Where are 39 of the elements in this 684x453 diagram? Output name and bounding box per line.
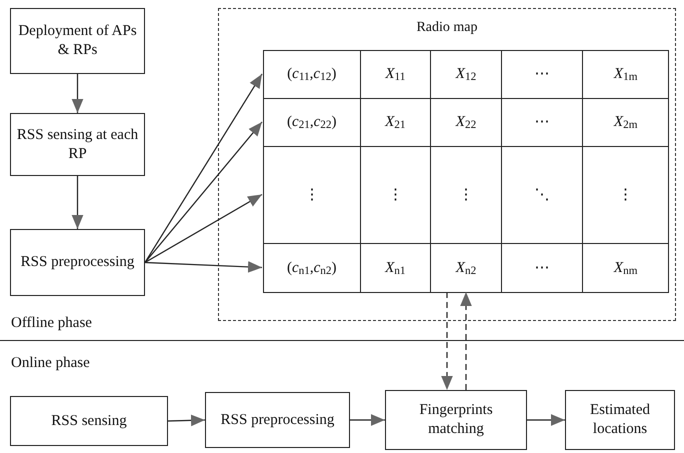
box-text: Fingerprints matching — [418, 401, 494, 439]
arrow — [350, 414, 385, 426]
arrow — [72, 74, 84, 113]
box-text: RSS sensing — [51, 412, 127, 430]
arrow — [72, 176, 84, 229]
box-text: Deployment of APs & RPs — [17, 22, 138, 60]
table-row — [263, 98, 669, 147]
table-row — [263, 50, 669, 99]
table-cell: X$_{n1}$ — [360, 244, 432, 292]
arrow — [144, 194, 262, 264]
process-box — [10, 8, 145, 74]
table-cell: X$_{n2}$ — [431, 244, 502, 292]
arrow — [441, 292, 453, 390]
box-text: RSS sensing at each RP — [16, 126, 140, 164]
arrow — [144, 122, 262, 263]
arrow — [144, 261, 262, 273]
arrow — [527, 414, 565, 426]
table-cell-text: ⋮ — [617, 186, 634, 205]
process-box — [10, 396, 168, 446]
table-cell: ⋯ — [502, 244, 584, 292]
table-row — [263, 243, 669, 293]
box-text: RSS preprocessing — [220, 410, 334, 430]
box-text: Estimated locations — [589, 401, 651, 439]
box-text: RSS preprocessing — [20, 253, 134, 272]
process-box — [385, 390, 527, 450]
arrow — [144, 74, 263, 263]
region-title: Radio map — [415, 19, 479, 37]
table-cell-text: X$_{nm}$ — [612, 258, 638, 279]
table-cell: (c$_{n1}$,c$_{n2}$) — [264, 244, 361, 292]
process-box — [205, 392, 350, 448]
process-box — [10, 113, 145, 176]
table-cell-text: X$_{1m}$ — [612, 65, 638, 86]
dashed-region — [218, 8, 676, 321]
process-box — [10, 229, 145, 296]
arrow — [460, 292, 472, 390]
table-row — [263, 146, 669, 244]
arrow — [168, 414, 206, 426]
process-box — [565, 390, 675, 450]
table-cell-text: X$_{2m}$ — [612, 113, 638, 134]
